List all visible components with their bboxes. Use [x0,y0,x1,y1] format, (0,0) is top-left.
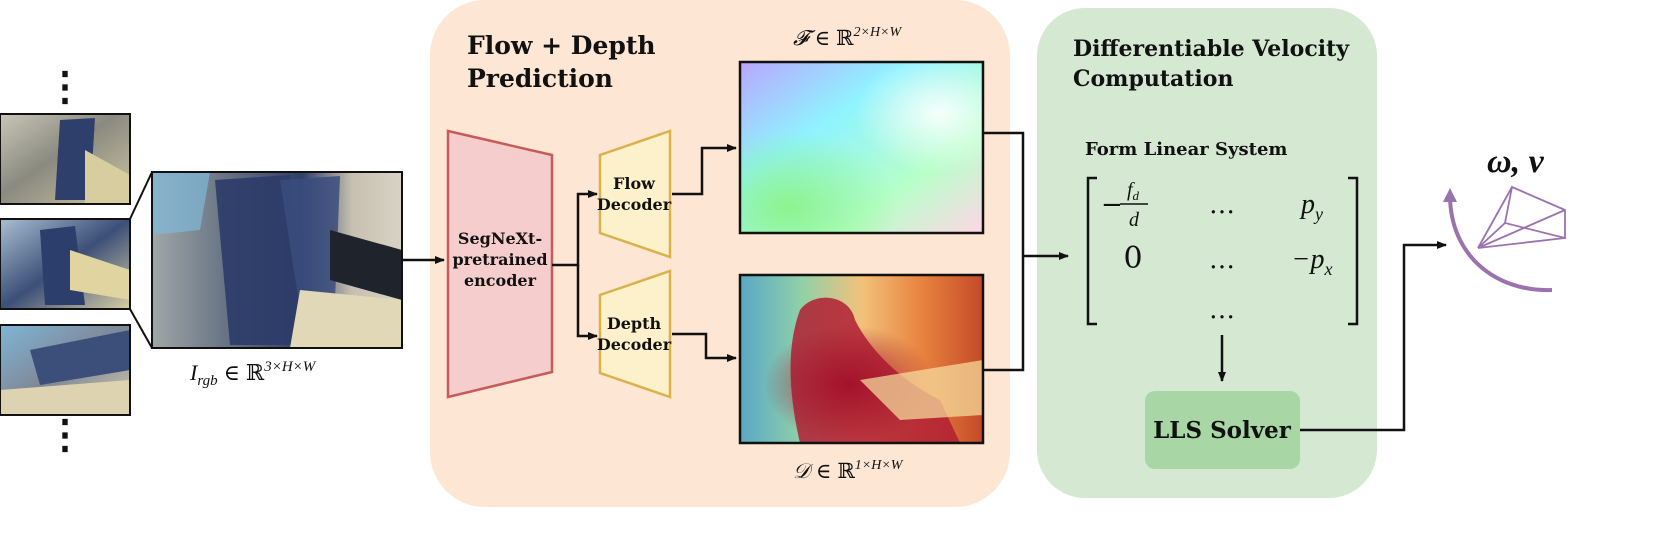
input-frame-3 [0,324,131,416]
velocity-title-line2: Computation [1073,66,1233,92]
depth-output-label: 𝒟∈ℝ1×H×W [793,458,904,483]
input-frame-2 [0,218,131,310]
arrow-flow-to-merge [983,131,1025,256]
matrix-r2c1: 0 [1123,241,1142,276]
velocity-stage-panel [1037,8,1377,498]
flow-depth-title-line2: Prediction [467,64,613,93]
matrix-right-bracket [1348,176,1359,326]
lls-solver-label: LLS Solver [1153,417,1292,444]
arrow-flow-decoder-to-flow-map [672,144,737,196]
output-velocity-label: ω, v [1487,143,1545,180]
depth-decoder-label-2: Decoder [597,335,672,354]
matrix-r3c2: … [1209,295,1235,325]
depth-map-image [738,273,985,445]
matrix-r2c2: … [1209,245,1235,275]
arrow-depth-decoder-to-depth-map [672,332,737,362]
arrow-solver-to-output [1300,241,1447,432]
encoder-label-3: encoder [464,271,537,290]
velocity-title-line1: Differentiable Velocity [1073,36,1350,62]
form-linear-system-label: Form Linear System [1085,139,1287,160]
encoder-label-2: pretrained [452,250,547,269]
arrow-encoder-to-depth-decoder [576,265,598,340]
camera-frustum-icon [1477,185,1566,249]
matrix-r1c1-denominator: d [1129,209,1140,231]
depth-decoder-label-1: Depth [607,314,662,333]
matrix-r1c1-sign: − [1101,190,1123,220]
flow-decoder-label-1: Flow [613,174,656,193]
matrix-r2c3: −px [1292,244,1333,279]
ellipsis-top: ⋮ [45,63,85,110]
input-frame-1 [0,113,131,205]
encoder-block [446,129,554,399]
flow-decoder-block [598,129,672,259]
flow-decoder-label-2: Decoder [597,195,672,214]
matrix-r1c2: … [1209,190,1235,220]
flow-depth-title-line1: Flow + Depth [467,31,656,60]
encoder-label-1: SegNeXt- [458,229,542,248]
matrix-r1c1-numerator: fd [1127,179,1140,203]
arrow-depth-to-merge [983,256,1025,372]
arrow-encoder-to-flow-decoder [552,190,598,267]
rotation-arc-icon [1443,188,1553,293]
ellipsis-bottom: ⋮ [45,411,85,458]
zoom-line-top [129,171,153,220]
depth-decoder-block [598,269,672,399]
zoom-line-bottom [129,308,153,349]
matrix-left-bracket [1086,176,1097,326]
input-image-enlarged [151,171,403,349]
matrix-r1c3: py [1299,189,1323,224]
input-label: Irgb∈ℝ3×H×W [189,359,317,389]
flow-map-image [738,60,985,235]
lls-solver-block [1145,391,1300,469]
